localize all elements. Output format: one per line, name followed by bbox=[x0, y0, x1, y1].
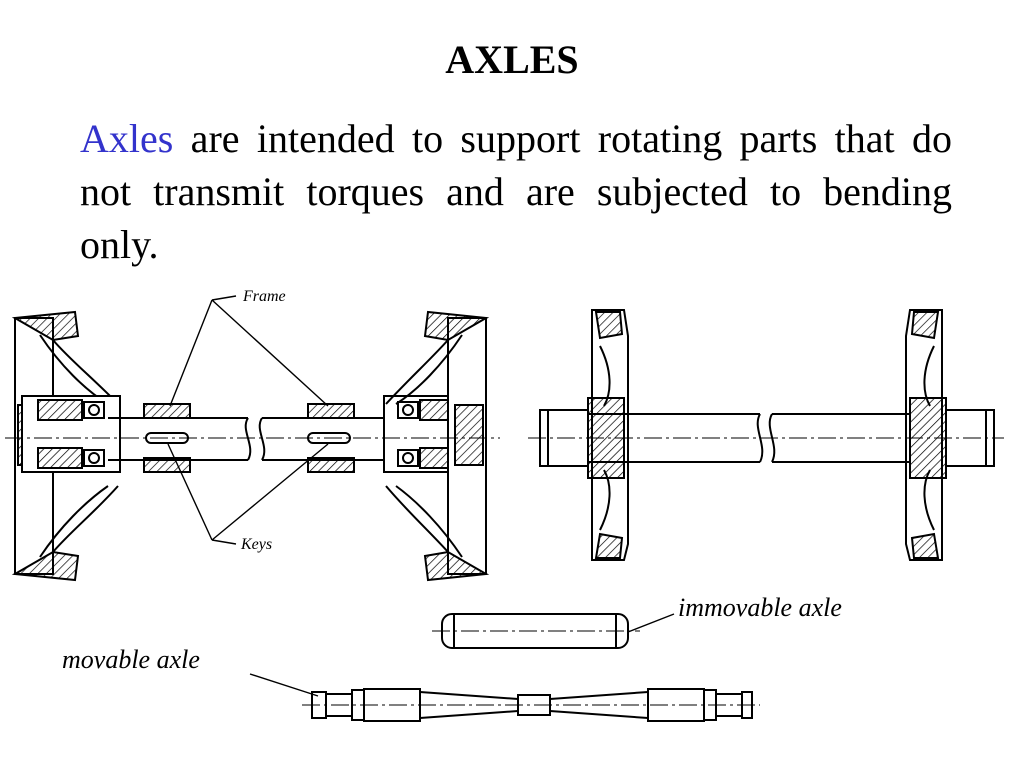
frame-leader-lines bbox=[169, 295, 329, 407]
movable-axle-drawing bbox=[249, 673, 760, 722]
right-wheelset-drawing bbox=[528, 309, 1004, 561]
wheelset-left-wheel bbox=[587, 309, 629, 561]
left-bearing bbox=[21, 395, 121, 473]
wheelset-right-wheel bbox=[905, 309, 947, 561]
right-wheel bbox=[385, 310, 490, 582]
definition-text: are intended to support rotating parts t… bbox=[80, 116, 952, 267]
immovable-axle-leader bbox=[627, 613, 675, 633]
definition-paragraph: Axles are intended to support rotating p… bbox=[80, 112, 952, 271]
frame-right-support bbox=[307, 403, 355, 473]
page-title: AXLES bbox=[445, 37, 579, 82]
movable-axle-label: movable axle bbox=[62, 645, 200, 674]
immovable-axle-label: immovable axle bbox=[678, 593, 842, 622]
keyword-axles: Axles bbox=[80, 116, 174, 161]
immovable-axle-drawing bbox=[432, 613, 675, 649]
frame-label: Frame bbox=[242, 288, 286, 305]
keys-label: Keys bbox=[240, 536, 272, 553]
keys-leader-lines bbox=[167, 443, 329, 545]
left-assembly-drawing bbox=[5, 295, 500, 582]
movable-axle-leader bbox=[249, 673, 319, 697]
